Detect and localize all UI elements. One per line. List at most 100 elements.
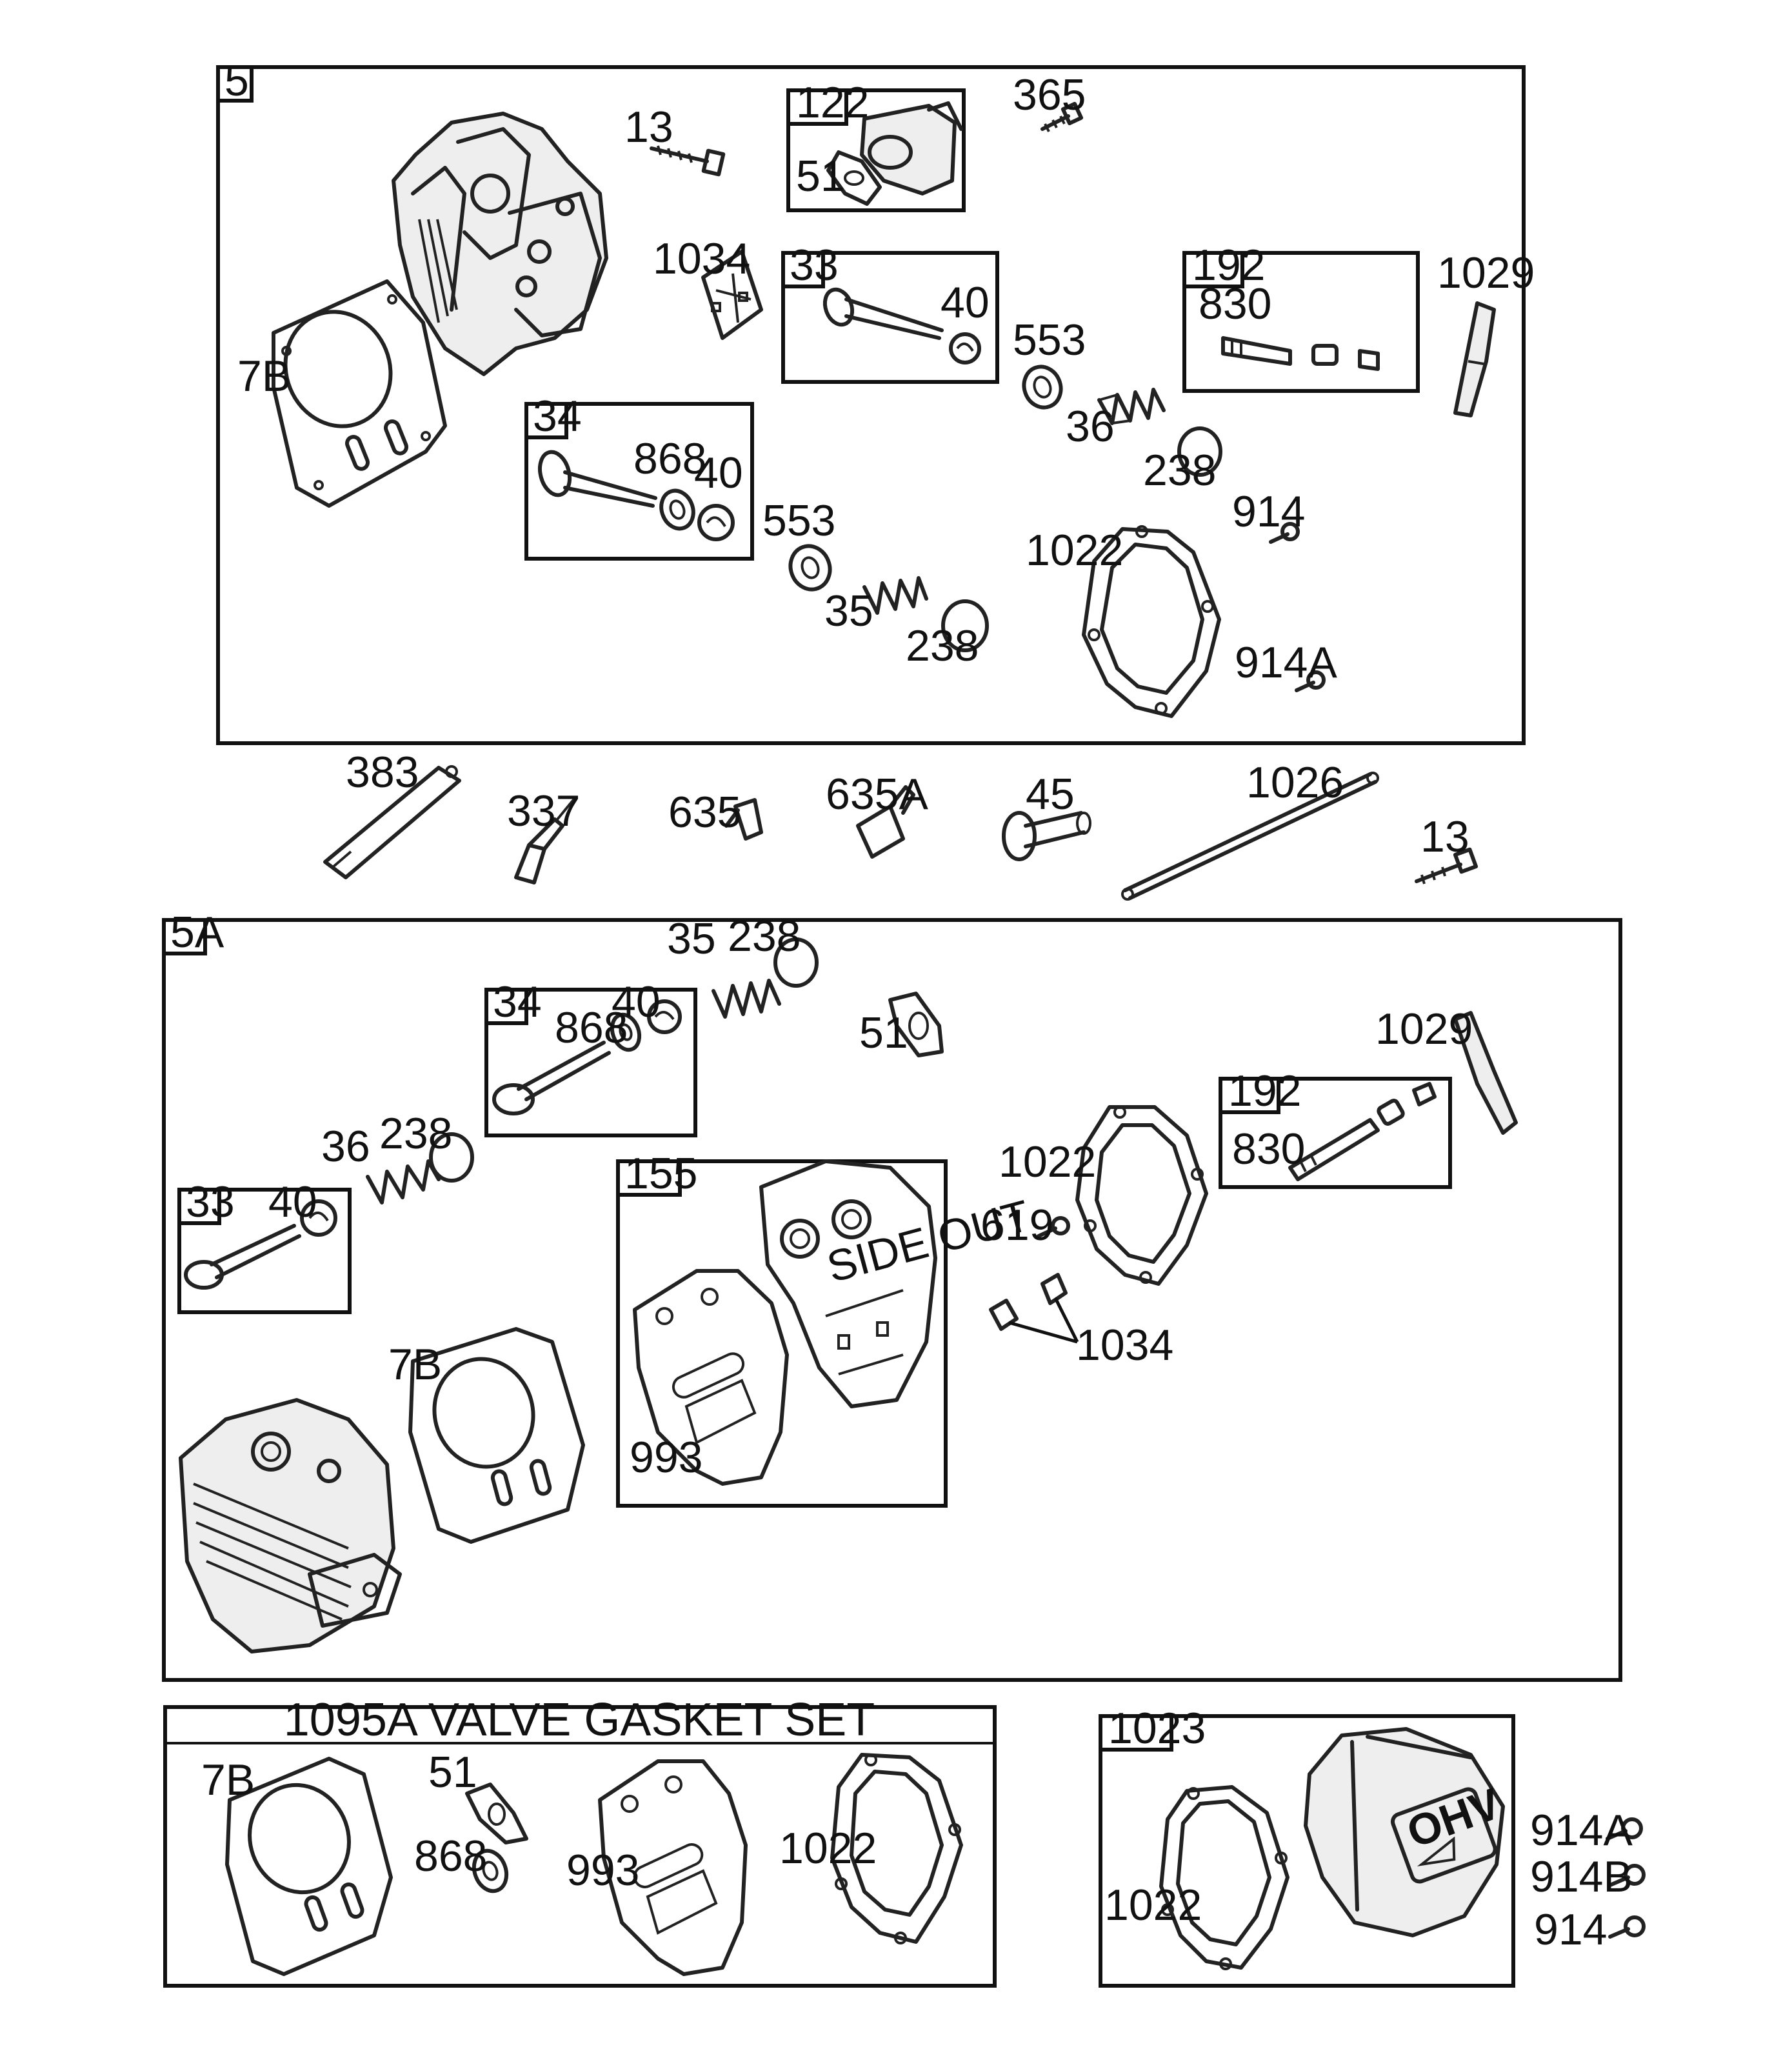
intake-valve-34 xyxy=(537,450,657,508)
section-5-tag: 5 xyxy=(224,56,249,105)
section-5a-tag: 5A xyxy=(170,908,224,957)
cylinder-head xyxy=(392,112,608,376)
callout-383: 383 xyxy=(346,748,419,797)
section-5-frame xyxy=(216,65,1526,745)
callout-1022: 1022 xyxy=(1026,526,1123,575)
gasket-993-5a xyxy=(633,1269,789,1486)
group-122-tag: 122 xyxy=(796,78,869,127)
callout-238-5a-b: 238 xyxy=(379,1109,452,1158)
section-5a-tag-box xyxy=(162,918,207,955)
callout-40-5a: 40 xyxy=(612,977,661,1026)
callout-40: 40 xyxy=(941,278,990,327)
screw-619 xyxy=(1037,1216,1070,1238)
callout-619: 619 xyxy=(981,1201,1053,1250)
plate-1034-5a xyxy=(989,1273,1079,1344)
valve-cap-238b xyxy=(941,599,989,652)
tool-383 xyxy=(323,765,461,879)
callout-993-set: 993 xyxy=(566,1846,639,1895)
callout-238-b: 238 xyxy=(906,621,979,670)
rocker-arm-1029 xyxy=(1453,301,1496,417)
callout-914b-cover: 914B xyxy=(1530,1852,1633,1901)
valve-spring-36-5a xyxy=(366,1159,441,1204)
callout-553: 553 xyxy=(1013,315,1086,365)
intake-gasket-51-set xyxy=(465,1783,528,1844)
washer-553b xyxy=(788,544,832,592)
head-gasket-7b-set xyxy=(225,1757,393,1976)
callout-914-cover: 914 xyxy=(1534,1905,1607,1954)
head-gasket-7b xyxy=(272,279,447,508)
callout-51-5a: 51 xyxy=(859,1008,908,1057)
screw-365 xyxy=(1040,101,1084,132)
valve-gasket-set-section: 1095A VALVE GASKET SET 7B 51 xyxy=(163,1694,997,1988)
callout-914a-cover: 914A xyxy=(1530,1806,1633,1855)
callout-1022-cover: 1022 xyxy=(1104,1881,1202,1930)
section-1023-tag: 1023 xyxy=(1108,1704,1206,1753)
valve-retainer-40a xyxy=(949,332,981,365)
rocker-stud-830-5a xyxy=(1288,1082,1437,1181)
callout-35-5a: 35 xyxy=(667,914,716,963)
callout-1029: 1029 xyxy=(1437,248,1535,297)
section-1023-tag-box xyxy=(1099,1714,1173,1752)
callout-7b: 7B xyxy=(237,352,291,401)
valve-seal-868 xyxy=(659,488,695,531)
callout-13-mid: 13 xyxy=(1420,812,1469,861)
rocker-cover-gasket-1022-set xyxy=(830,1753,963,1944)
valve-retainer-40-5a-b xyxy=(300,1199,337,1237)
intake-elbow-122 xyxy=(860,101,963,195)
valve-seal-868-5a xyxy=(610,1012,642,1052)
valve-cap-238-5a-b xyxy=(429,1132,474,1183)
ohv-emblem-frame xyxy=(1391,1787,1497,1884)
section-5: 5 122 33 192 34 xyxy=(216,56,1535,745)
group-192-tag: 192 xyxy=(1192,241,1265,290)
cylinder-head-5a xyxy=(179,1398,402,1653)
group-155-tag-box xyxy=(616,1159,682,1197)
callout-7b-5a: 7B xyxy=(388,1340,442,1389)
rocker-cover-gasket-1022-5a xyxy=(1075,1105,1208,1286)
callout-35: 35 xyxy=(824,586,873,635)
group-33-tag: 33 xyxy=(790,241,839,290)
group-34-tag-box xyxy=(524,402,568,439)
group-192-5a-box xyxy=(1219,1077,1452,1189)
intake-gasket-51 xyxy=(826,150,882,206)
valve-spring-35-5a xyxy=(712,979,781,1019)
intake-valve-34-5a xyxy=(492,1041,611,1115)
rocker-cover-gasket-1022-cover xyxy=(1159,1785,1289,1970)
callout-7b-set: 7B xyxy=(201,1755,255,1804)
rocker-arm-1029-5a xyxy=(1453,1011,1518,1135)
group-192-5a-tag: 192 xyxy=(1228,1066,1301,1115)
group-33-5a-box xyxy=(177,1188,352,1314)
group-155-box xyxy=(616,1159,948,1508)
callout-238-5a: 238 xyxy=(728,912,801,961)
callout-635: 635 xyxy=(668,788,741,837)
screw-914-cover xyxy=(1608,1915,1646,1939)
callout-868-5a: 868 xyxy=(555,1003,628,1052)
callout-13: 13 xyxy=(624,103,673,152)
callout-553-b: 553 xyxy=(762,496,835,545)
callout-40-b: 40 xyxy=(694,448,743,497)
valve-cap-238a xyxy=(1177,426,1222,477)
group-33-5a-tag-box xyxy=(177,1188,221,1225)
section-1023-frame xyxy=(1099,1714,1515,1988)
group-33-5a-tag: 33 xyxy=(186,1177,235,1226)
callout-1029-5a: 1029 xyxy=(1375,1004,1473,1054)
callout-868-set: 868 xyxy=(414,1832,487,1881)
callout-365: 365 xyxy=(1013,70,1086,119)
group-34-box xyxy=(524,402,754,561)
group-192-5a-tag-box xyxy=(1219,1077,1280,1114)
callout-36-5a: 36 xyxy=(321,1122,370,1171)
group-33-tag-box xyxy=(781,251,825,288)
push-rod-1026 xyxy=(1121,772,1379,901)
callout-914a: 914A xyxy=(1235,638,1337,687)
valve-cap-238-5a xyxy=(773,937,819,988)
callout-1022-set: 1022 xyxy=(779,1824,877,1873)
valve-seal-868-set xyxy=(472,1848,509,1893)
callout-868: 868 xyxy=(633,434,706,483)
callout-36: 36 xyxy=(1066,402,1115,451)
section-5a-frame xyxy=(162,918,1622,1682)
group-122-box xyxy=(786,88,966,212)
screw-914a xyxy=(1295,670,1326,692)
spark-plug-boot-635 xyxy=(724,798,763,841)
callout-1034: 1034 xyxy=(653,234,750,283)
section-5a: 5A 34 192 33 155 xyxy=(162,908,1622,1682)
